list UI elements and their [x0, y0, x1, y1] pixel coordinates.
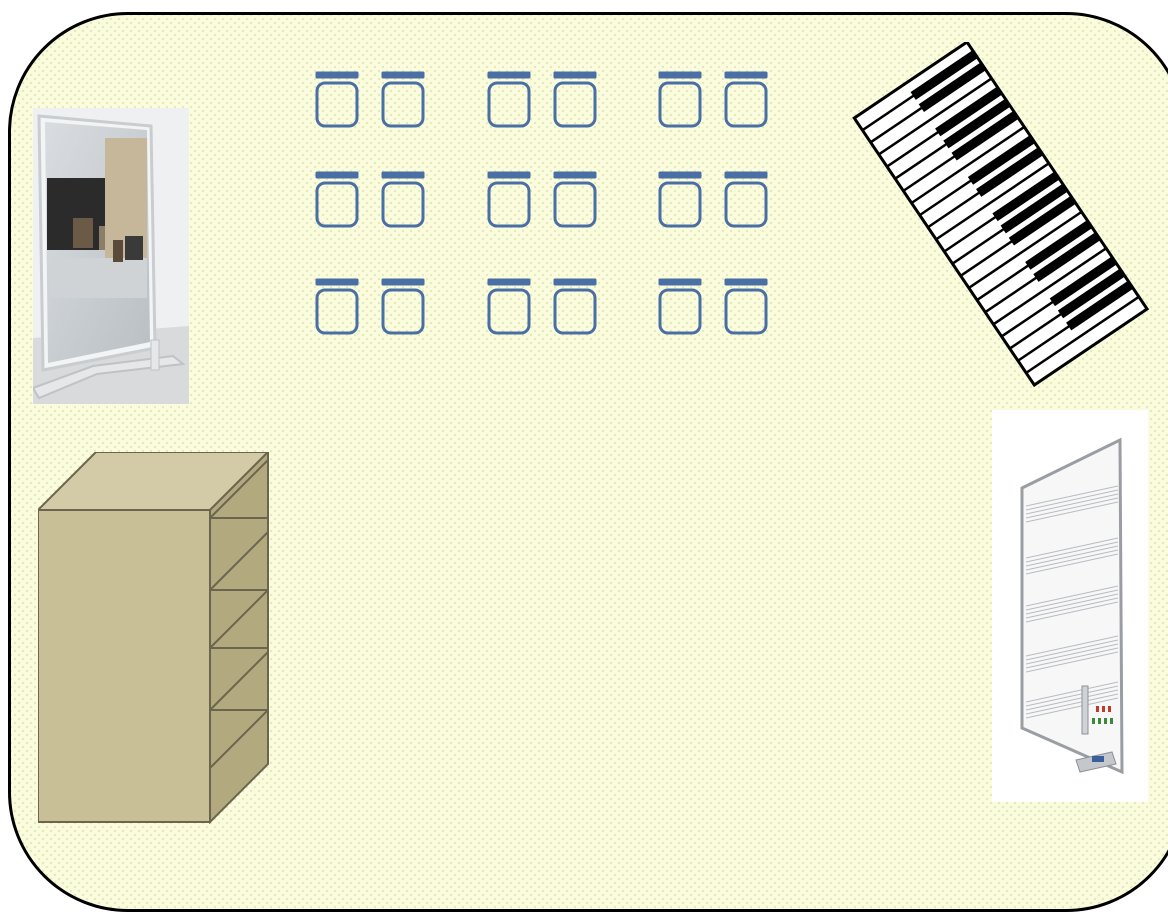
- chair-icon: [723, 277, 769, 335]
- chair-icon: [380, 277, 426, 335]
- chair-icon: [486, 70, 532, 128]
- cabinet-icon: [38, 452, 270, 824]
- music-staff-whiteboard-icon: [992, 410, 1148, 802]
- chair-icon: [314, 277, 360, 335]
- chair-icon: [380, 70, 426, 128]
- mirror: [33, 108, 189, 404]
- chair-icon: [657, 170, 703, 228]
- piano-keyboard: [852, 42, 1168, 430]
- chair-icon: [486, 170, 532, 228]
- cabinet: [38, 452, 270, 824]
- music-whiteboard: [992, 410, 1148, 802]
- chair-icon: [552, 277, 598, 335]
- chair-icon: [552, 70, 598, 128]
- chair-icon: [552, 170, 598, 228]
- chair-icon: [314, 70, 360, 128]
- mirror-icon: [33, 108, 189, 404]
- chair-icon: [657, 277, 703, 335]
- chair-icon: [723, 170, 769, 228]
- chair-icon: [657, 70, 703, 128]
- chair-icon: [380, 170, 426, 228]
- chair-icon: [486, 277, 532, 335]
- chair-icon: [314, 170, 360, 228]
- chair-icon: [723, 70, 769, 128]
- piano-keyboard-icon: [852, 42, 1168, 430]
